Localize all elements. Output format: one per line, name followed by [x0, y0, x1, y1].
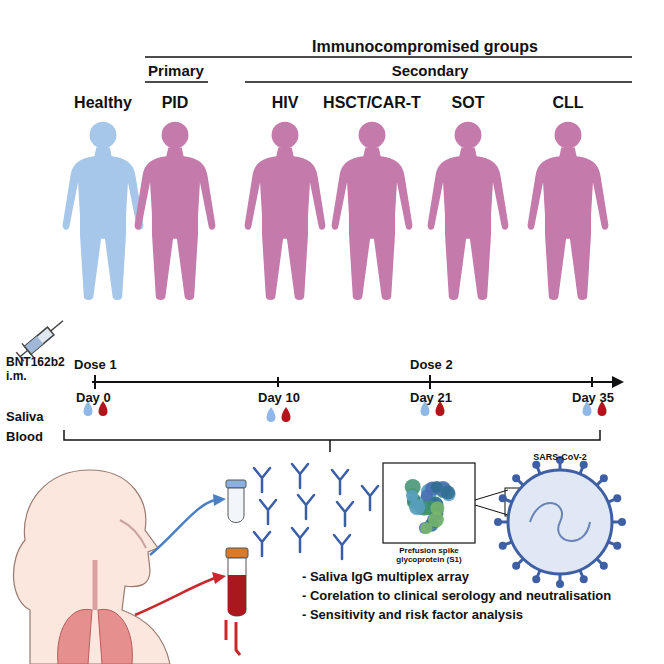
label: Day 0 — [76, 391, 111, 406]
label: PID — [162, 94, 189, 112]
label: Secondary — [392, 62, 469, 79]
label: - Saliva IgG multiplex array — [302, 570, 469, 585]
label: Day 21 — [410, 391, 452, 406]
label: Saliva — [6, 410, 44, 425]
label: HIV — [272, 94, 299, 112]
label: HSCT/CAR-T — [323, 94, 421, 112]
label: Primary — [148, 62, 204, 79]
label: Immunocompromised groups — [312, 38, 538, 56]
label: BNT162b2 i.m. — [6, 356, 70, 384]
label: Healthy — [74, 94, 132, 112]
label: - Sensitivity and risk factor analysis — [302, 608, 523, 623]
label: Day 10 — [258, 391, 300, 406]
label: SARS-CoV-2 — [533, 452, 587, 462]
label: Blood — [6, 430, 43, 445]
label: Dose 2 — [410, 358, 453, 373]
label: Day 35 — [572, 391, 614, 406]
label: - Corelation to clinical serology and ne… — [302, 589, 611, 604]
label: CLL — [552, 94, 583, 112]
label: Prefusion spike glycoprotein (S1) — [384, 546, 474, 564]
label: SOT — [452, 94, 485, 112]
label: Dose 1 — [74, 358, 117, 373]
